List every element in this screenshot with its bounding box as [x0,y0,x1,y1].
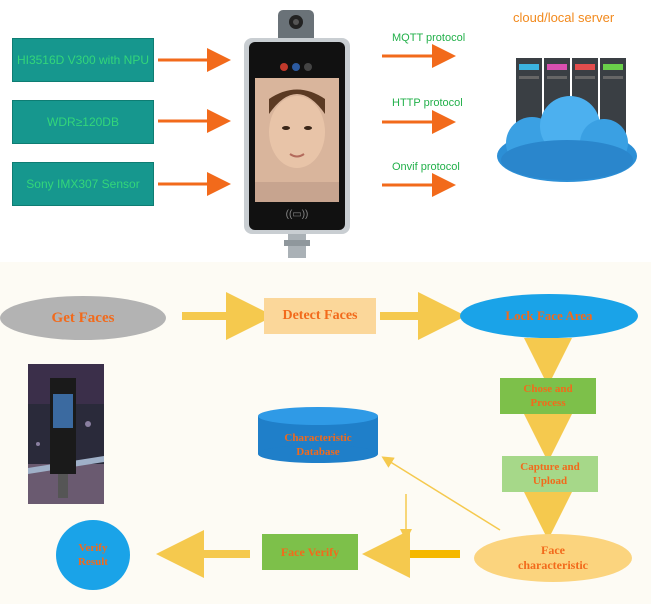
flow-arrows [156,292,572,578]
protocol-http: HTTP protocol [392,97,463,109]
node-capture-and-upload: Capture and Upload [502,456,598,492]
server-label: cloud/local server [513,10,615,25]
top-arrows [158,44,456,197]
protocol-mqtt: MQTT protocol [392,32,466,44]
face-terminal-device: ((▭)) [244,10,350,258]
node-characteristic-database: Characteristic Database [284,432,352,458]
installation-photo [28,364,104,504]
database-cylinder-icon [258,407,378,463]
cloud-server-icon [497,58,637,182]
spec-label: HI3516D V300 with NPU [16,53,150,67]
spec-box-wdr: WDR≥120DB [12,100,154,144]
node-chose-and-process: Chose and Process [500,378,596,414]
node-lock-face-area: Lock Face Area [460,294,638,338]
spec-label: WDR≥120DB [47,115,119,129]
spec-box-chip: HI3516D V300 with NPU [12,38,154,82]
protocol-onvif: Onvif protocol [392,161,460,173]
node-face-characteristic: Face characteristic [474,534,632,582]
svg-text:((▭)): ((▭)) [286,209,309,220]
cloud-shape [497,96,637,182]
spec-box-sensor: Sony IMX307 Sensor [12,162,154,206]
node-get-faces: Get Faces [0,296,166,340]
node-face-verify: Face Verify [262,534,358,570]
node-verify-result: Verify Result [56,520,130,590]
spec-label: Sony IMX307 Sensor [26,177,140,191]
node-detect-faces: Detect Faces [264,298,376,334]
flow-arrow-char-db [381,456,501,531]
